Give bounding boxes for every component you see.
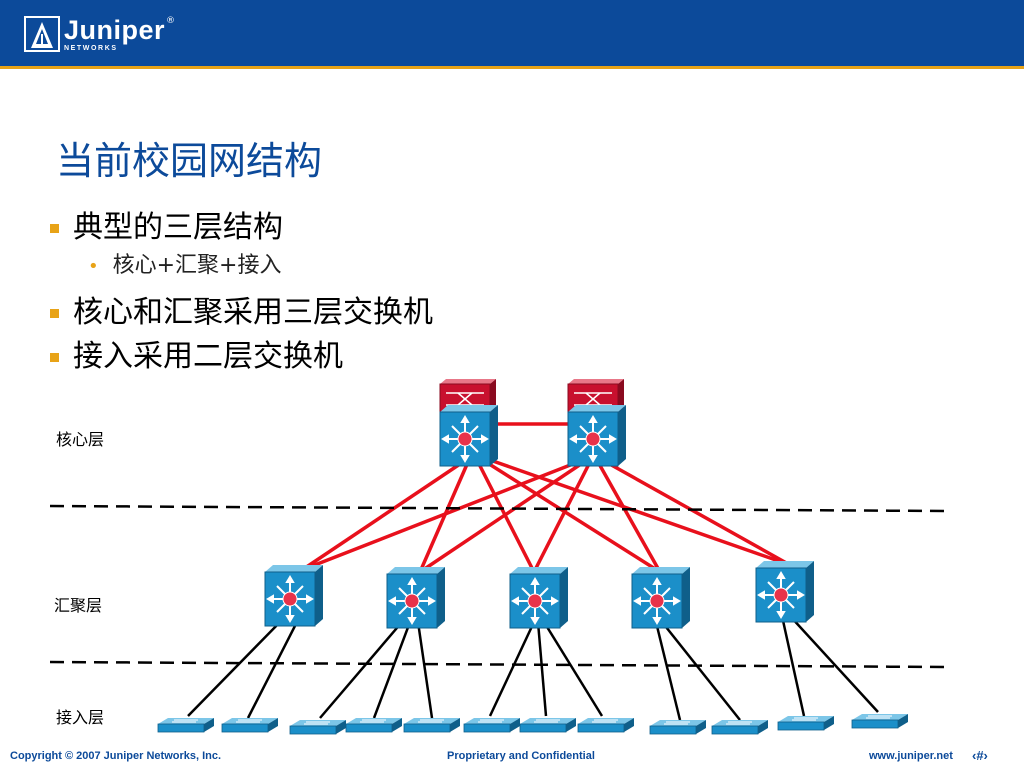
access-link <box>654 621 682 721</box>
access-link <box>372 621 412 719</box>
core-layer-label: 核心层 <box>56 430 105 449</box>
access-link <box>416 621 434 719</box>
uplink-line <box>301 460 464 572</box>
footer-confidential: Proprietary and Confidential <box>447 750 595 762</box>
header-bar <box>0 0 1024 66</box>
access-link <box>246 619 300 719</box>
sub-bullet-item: • 核心+汇聚+接入 <box>88 252 282 280</box>
bullet-item: 核心和汇聚采用三层交换机 <box>50 295 433 331</box>
bullet-item: 接入采用二层交换机 <box>50 339 343 375</box>
bullet-dot-icon: • <box>88 255 99 277</box>
access-switch-icon <box>403 717 461 733</box>
uplink-line <box>418 461 470 573</box>
l3-switch-icon <box>567 404 627 467</box>
logo-registered-mark: ® <box>166 15 176 26</box>
layer-divider <box>49 660 945 669</box>
bullet-item: 典型的三层结构 <box>50 210 283 246</box>
footer-url-link[interactable]: www.juniper.net <box>869 750 953 762</box>
bullet-square-icon <box>50 223 59 233</box>
uplink-line <box>419 460 585 574</box>
core-switch <box>567 378 627 467</box>
access-link <box>661 621 741 721</box>
access-link <box>488 621 536 717</box>
distribution-switch-icon <box>509 566 569 629</box>
distribution-switch-icon <box>631 566 691 629</box>
access-link <box>319 621 403 719</box>
access-layer-label: 接入层 <box>56 708 105 727</box>
bullet-text: 接入采用二层交换机 <box>73 339 343 374</box>
sub-bullet-text: 核心+汇聚+接入 <box>112 253 282 278</box>
uplink-line <box>605 460 791 567</box>
access-switch-icon <box>711 719 769 735</box>
bullet-square-icon <box>50 352 59 362</box>
uplink-line <box>485 460 661 574</box>
access-link <box>536 621 548 717</box>
access-link <box>780 615 806 717</box>
slide-title: 当前校园网结构 <box>56 139 323 183</box>
access-link <box>789 615 879 713</box>
logo-subtext: NETWORKS <box>64 44 118 52</box>
uplink-lines <box>301 422 791 574</box>
access-switch-icon <box>851 713 909 729</box>
access-switch-icon <box>649 719 707 735</box>
core-switch <box>439 378 499 467</box>
access-switch-icon <box>289 719 347 735</box>
uplink-line <box>532 461 592 573</box>
uplink-line <box>301 460 579 572</box>
distribution-switch-icon <box>386 566 446 629</box>
distribution-switch-icon <box>264 564 324 627</box>
access-switch-icon <box>221 717 279 733</box>
access-switch-icon <box>345 717 403 733</box>
access-switch-icon <box>463 717 521 733</box>
access-switch-icon <box>777 715 835 731</box>
distribution-layer-label: 汇聚层 <box>54 596 103 615</box>
l3-switch-icon <box>439 404 499 467</box>
layer-divider <box>49 504 945 513</box>
uplink-line <box>476 461 536 573</box>
access-link <box>542 621 604 717</box>
logo-wordmark: Juniper <box>64 14 166 45</box>
header-divider <box>0 66 1024 69</box>
bullet-text: 核心和汇聚采用三层交换机 <box>73 295 433 330</box>
access-switch-icon <box>157 717 215 733</box>
access-link <box>187 619 283 717</box>
access-switch-icon <box>519 717 577 733</box>
distribution-switch-icon <box>755 560 815 623</box>
footer-copyright: Copyright © 2007 Juniper Networks, Inc. <box>10 750 222 762</box>
footer: Copyright © 2007 Juniper Networks, Inc. … <box>0 744 1024 768</box>
access-links <box>187 615 879 721</box>
bullet-text: 典型的三层结构 <box>73 210 283 245</box>
bullet-square-icon <box>50 308 59 318</box>
uplink-line <box>489 458 791 567</box>
logo-tree-icon <box>24 16 60 52</box>
footer-page-number: ‹#› <box>972 748 988 763</box>
uplink-line <box>596 461 662 573</box>
access-switch-icon <box>577 717 635 733</box>
juniper-logo: Juniper® NETWORKS <box>24 14 175 54</box>
